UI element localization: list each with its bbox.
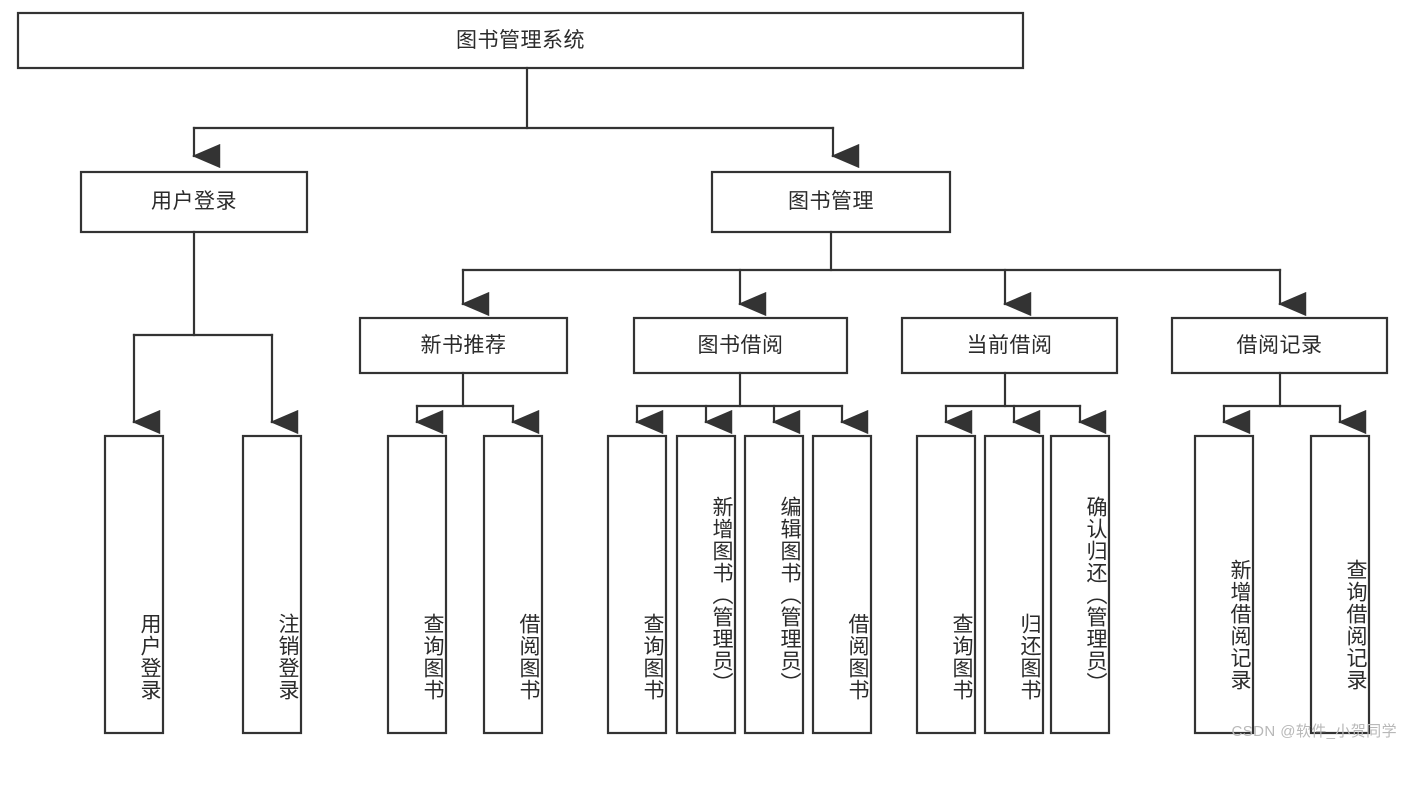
label-user-login: 用户登录: [151, 190, 237, 214]
node-box-book-borrow[interactable]: [632, 316, 849, 375]
diagram-svg: [16, 11, 1389, 735]
leaf-label-current-borrow-1: 查询图书: [950, 612, 973, 701]
label-book-borrow: 图书借阅: [697, 333, 784, 357]
leaf-label-user-login-2: 注销登录: [276, 612, 299, 701]
leaf-label-new-book-1: 查询图书: [421, 612, 444, 701]
node-box-current-borrow[interactable]: [900, 316, 1119, 375]
node-box-root[interactable]: [16, 11, 1025, 70]
leaf-box-book-borrow-1[interactable]: [606, 434, 668, 735]
leaf-box-new-book-1[interactable]: [386, 434, 448, 735]
leaf-label-book-borrow-1: 查询图书: [641, 612, 664, 701]
leaf-box-borrow-record-2[interactable]: [1309, 434, 1371, 735]
leaf-label-new-book-2: 借阅图书: [517, 612, 540, 701]
leaf-box-current-borrow-2[interactable]: [983, 434, 1045, 735]
node-box-new-book-recommend[interactable]: [358, 316, 569, 375]
node-box-book-management[interactable]: [710, 170, 952, 234]
leaf-box-current-borrow-1[interactable]: [915, 434, 977, 735]
leaf-box-current-borrow-3[interactable]: [1049, 434, 1111, 735]
leaf-box-borrow-record-1[interactable]: [1193, 434, 1255, 735]
diagram-canvas-container: 图书管理系统 用户登录 图书管理 新书推荐 图书借阅 当前借阅 借阅记录 用户登…: [16, 11, 1397, 740]
label-root: 图书管理系统: [456, 28, 585, 52]
leaf-box-book-borrow-2[interactable]: [675, 434, 737, 735]
label-borrow-record: 借阅记录: [1236, 333, 1323, 357]
leaf-label-borrow-record-1: 新增借阅记录: [1228, 558, 1251, 691]
leaf-label-book-borrow-4: 借阅图书: [846, 612, 869, 701]
label-new-book-recommend: 新书推荐: [420, 333, 507, 357]
leaf-label-user-login-1: 用户登录: [138, 612, 161, 701]
leaf-label-book-borrow-2: 新增图书（管理员）: [710, 495, 733, 694]
leaf-box-new-book-2[interactable]: [482, 434, 544, 735]
leaf-label-book-borrow-3: 编辑图书（管理员）: [778, 495, 801, 694]
node-box-borrow-record[interactable]: [1170, 316, 1389, 375]
leaf-box-user-login-1[interactable]: [103, 434, 165, 735]
leaf-label-current-borrow-3: 确认归还（管理员）: [1084, 495, 1107, 694]
leaf-label-current-borrow-2: 归还图书: [1018, 612, 1041, 701]
label-current-borrow: 当前借阅: [966, 333, 1053, 357]
leaf-box-book-borrow-4[interactable]: [811, 434, 873, 735]
label-book-management: 图书管理: [788, 190, 874, 214]
csdn-watermark: CSDN @软件_小贺同学: [1231, 723, 1397, 740]
leaf-box-book-borrow-3[interactable]: [743, 434, 805, 735]
leaf-box-user-login-2[interactable]: [241, 434, 303, 735]
leaf-label-borrow-record-2: 查询借阅记录: [1344, 558, 1367, 691]
